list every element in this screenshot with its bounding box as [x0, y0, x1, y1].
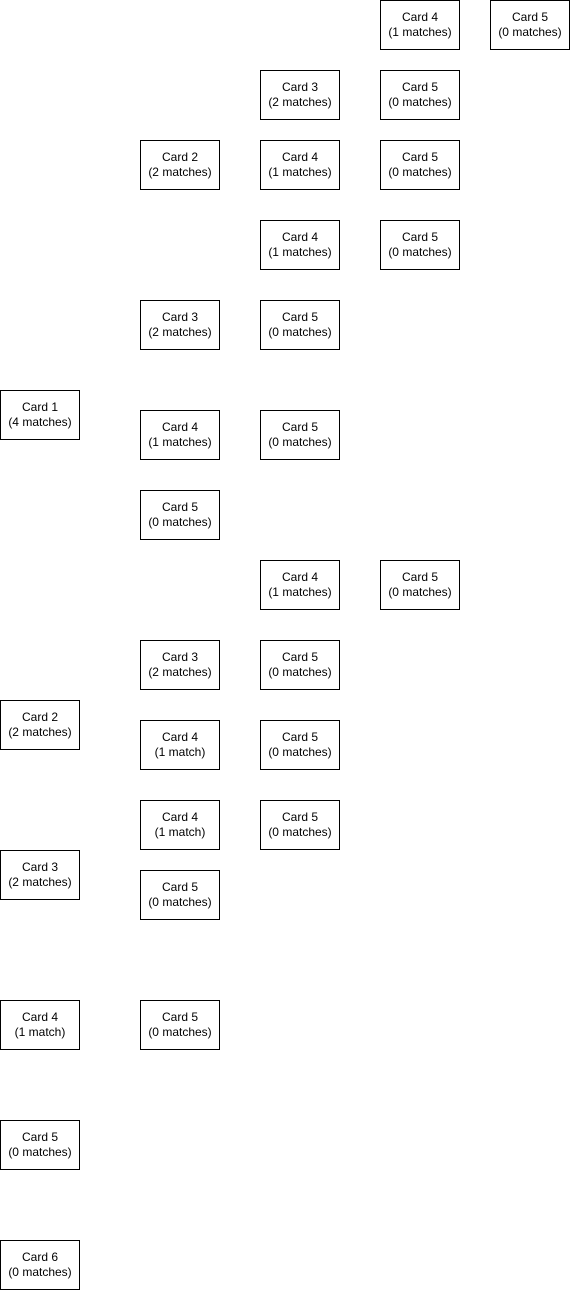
- card-node: Card 5(0 matches): [140, 490, 220, 540]
- card-name: Card 5: [281, 650, 319, 664]
- card-matches: (0 matches): [268, 435, 332, 449]
- card-node: Card 5(0 matches): [380, 70, 460, 120]
- card-matches: (0 matches): [268, 665, 332, 679]
- card-name: Card 3: [281, 80, 319, 94]
- card-node: Card 1(4 matches): [0, 390, 80, 440]
- card-node: Card 4(1 match): [140, 800, 220, 850]
- card-node: Card 5(0 matches): [260, 410, 340, 460]
- card-matches: (1 matches): [268, 585, 332, 599]
- card-matches: (0 matches): [498, 25, 562, 39]
- card-name: Card 5: [281, 730, 319, 744]
- card-matches: (2 matches): [148, 665, 212, 679]
- card-node: Card 5(0 matches): [260, 300, 340, 350]
- card-matches: (4 matches): [8, 415, 72, 429]
- card-name: Card 6: [21, 1250, 59, 1264]
- card-name: Card 5: [401, 230, 439, 244]
- card-node: Card 5(0 matches): [380, 140, 460, 190]
- card-name: Card 4: [161, 420, 199, 434]
- card-name: Card 2: [21, 710, 59, 724]
- card-name: Card 4: [281, 230, 319, 244]
- card-name: Card 3: [21, 860, 59, 874]
- card-name: Card 3: [161, 650, 199, 664]
- card-matches: (0 matches): [388, 585, 452, 599]
- card-node: Card 5(0 matches): [490, 0, 570, 50]
- card-node: Card 4(1 matches): [260, 560, 340, 610]
- card-node: Card 4(1 matches): [260, 140, 340, 190]
- card-matches: (1 match): [14, 1025, 66, 1039]
- card-name: Card 5: [281, 810, 319, 824]
- card-name: Card 5: [401, 150, 439, 164]
- card-name: Card 5: [161, 500, 199, 514]
- card-matches: (1 match): [154, 825, 206, 839]
- card-name: Card 4: [281, 150, 319, 164]
- card-matches: (0 matches): [148, 515, 212, 529]
- card-matches: (1 matches): [268, 245, 332, 259]
- card-name: Card 5: [511, 10, 549, 24]
- card-name: Card 5: [401, 570, 439, 584]
- card-matches: (1 matches): [268, 165, 332, 179]
- card-node: Card 2(2 matches): [0, 700, 80, 750]
- card-matches: (0 matches): [268, 325, 332, 339]
- card-matches: (0 matches): [148, 1025, 212, 1039]
- card-matches: (0 matches): [148, 895, 212, 909]
- card-name: Card 1: [21, 400, 59, 414]
- card-node: Card 4(1 matches): [380, 0, 460, 50]
- card-node: Card 3(2 matches): [260, 70, 340, 120]
- card-node: Card 5(0 matches): [260, 800, 340, 850]
- card-node: Card 4(1 matches): [140, 410, 220, 460]
- card-name: Card 5: [401, 80, 439, 94]
- card-matches: (2 matches): [8, 875, 72, 889]
- card-matches: (2 matches): [148, 165, 212, 179]
- card-matches: (2 matches): [148, 325, 212, 339]
- card-matches: (0 matches): [8, 1145, 72, 1159]
- card-node: Card 3(2 matches): [140, 640, 220, 690]
- card-node: Card 5(0 matches): [140, 870, 220, 920]
- card-name: Card 5: [161, 1010, 199, 1024]
- card-matches: (0 matches): [388, 165, 452, 179]
- card-matches: (1 matches): [388, 25, 452, 39]
- card-node: Card 6(0 matches): [0, 1240, 80, 1290]
- card-node: Card 5(0 matches): [380, 560, 460, 610]
- card-name: Card 4: [21, 1010, 59, 1024]
- card-name: Card 5: [281, 310, 319, 324]
- card-name: Card 4: [161, 730, 199, 744]
- card-matches: (0 matches): [268, 825, 332, 839]
- card-name: Card 5: [281, 420, 319, 434]
- card-name: Card 5: [21, 1130, 59, 1144]
- card-matches: (0 matches): [388, 245, 452, 259]
- card-matches: (0 matches): [388, 95, 452, 109]
- card-node: Card 5(0 matches): [380, 220, 460, 270]
- card-matches: (1 matches): [148, 435, 212, 449]
- card-node: Card 3(2 matches): [140, 300, 220, 350]
- card-name: Card 4: [161, 810, 199, 824]
- card-matches: (2 matches): [8, 725, 72, 739]
- card-name: Card 4: [401, 10, 439, 24]
- card-node: Card 3(2 matches): [0, 850, 80, 900]
- card-name: Card 4: [281, 570, 319, 584]
- card-node: Card 5(0 matches): [260, 640, 340, 690]
- card-node: Card 5(0 matches): [140, 1000, 220, 1050]
- card-node: Card 2(2 matches): [140, 140, 220, 190]
- card-name: Card 2: [161, 150, 199, 164]
- card-node: Card 4(1 matches): [260, 220, 340, 270]
- card-node: Card 4(1 match): [0, 1000, 80, 1050]
- card-matches: (2 matches): [268, 95, 332, 109]
- card-matches: (1 match): [154, 745, 206, 759]
- card-node: Card 5(0 matches): [260, 720, 340, 770]
- card-matches: (0 matches): [8, 1265, 72, 1279]
- card-node: Card 4(1 match): [140, 720, 220, 770]
- card-node: Card 5(0 matches): [0, 1120, 80, 1170]
- card-name: Card 3: [161, 310, 199, 324]
- card-name: Card 5: [161, 880, 199, 894]
- card-matches: (0 matches): [268, 745, 332, 759]
